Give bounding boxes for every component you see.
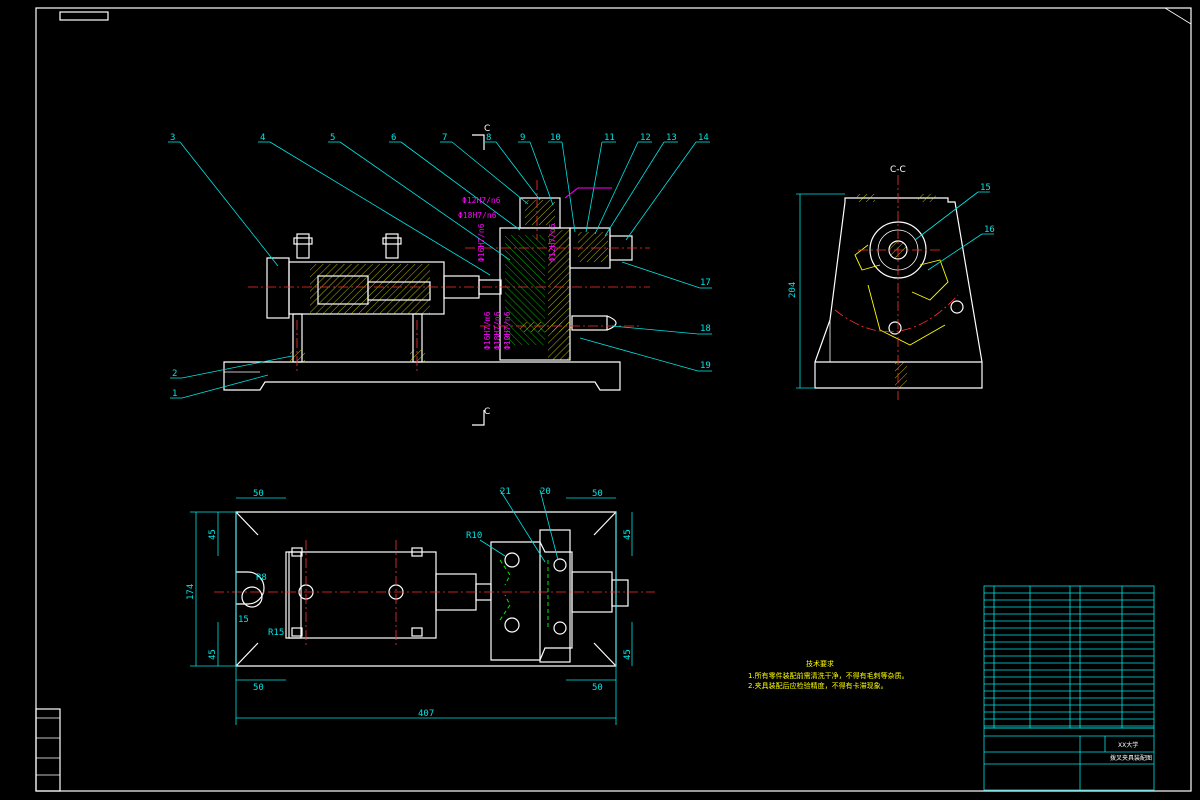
dimension-left-upper-45: 45: [208, 529, 218, 540]
balloon-4: 4: [260, 133, 265, 143]
top-view: 50 50 50 50 407 174 45 45 45 45 R8 R10 1…: [186, 487, 655, 725]
tolerance-phi12-a: Φ12H7/n6: [462, 196, 501, 205]
section-view-title: C-C: [890, 165, 906, 175]
balloon-18: 18: [700, 324, 711, 334]
section-marker-top: C: [484, 124, 490, 134]
balloon-6: 6: [391, 133, 396, 143]
dimension-bottom-left-50: 50: [253, 683, 264, 693]
balloon-7: 7: [442, 133, 447, 143]
tolerance-phi12-b: Φ12H7/n6: [548, 223, 557, 262]
dimension-right-lower-45: 45: [623, 649, 633, 660]
balloon-1: 1: [172, 389, 177, 399]
notes-title: 技术要求: [806, 659, 834, 668]
balloon-19: 19: [700, 361, 711, 371]
fit-tolerances: Φ12H7/n6 Φ18H7/n6 Φ16H7/n6 Φ16H7/m6 Φ18H…: [458, 187, 612, 350]
dimension-r8: R8: [256, 573, 267, 583]
tolerance-phi18-a: Φ18H7/n6: [458, 211, 497, 220]
balloon-5: 5: [330, 133, 335, 143]
balloon-17: 17: [700, 278, 711, 288]
front-view: C C: [223, 124, 650, 426]
balloon-9: 9: [520, 133, 525, 143]
dimension-top-right-50: 50: [592, 489, 603, 499]
title-block: XX大学 拨叉夹具装配图: [983, 727, 1155, 791]
tolerance-phi18-b: Φ18H7/n6: [493, 311, 502, 350]
technical-notes: 技术要求 1.所有零件装配前需清洗干净，不得有毛刺等杂质。 2.夹具装配后应检验…: [748, 659, 909, 690]
tolerance-phi16-a: Φ16H7/n6: [477, 223, 486, 262]
front-view-balloons: 3 4 5 6 7 8 9 10 11 12 13 14 17 18 19 2 …: [168, 133, 712, 399]
balloon-8: 8: [486, 133, 491, 143]
balloon-20: 20: [540, 487, 551, 497]
dimension-overall-height-174: 174: [186, 584, 196, 600]
dimension-r10: R10: [466, 531, 482, 541]
balloon-12: 12: [640, 133, 651, 143]
dimension-left-lower-45: 45: [208, 649, 218, 660]
dimension-height-204: 204: [788, 282, 798, 298]
notes-line-2: 2.夹具装配后应检验精度，不得有卡滞现象。: [748, 681, 888, 690]
dimension-r15: R15: [268, 628, 284, 638]
tolerance-phi10: Φ10H7/n6: [503, 311, 512, 350]
dimension-bottom-right-50: 50: [592, 683, 603, 693]
balloon-16: 16: [984, 225, 995, 235]
dimension-top-left-50: 50: [253, 489, 264, 499]
balloon-21: 21: [500, 487, 511, 497]
balloon-13: 13: [666, 133, 677, 143]
balloon-3: 3: [170, 133, 175, 143]
section-marker-bottom: C: [484, 407, 490, 417]
tolerance-phi16-b: Φ16H7/m6: [483, 311, 492, 350]
balloon-10: 10: [550, 133, 561, 143]
parts-list: [983, 585, 1155, 729]
drawing-name: 拨叉夹具装配图: [1110, 754, 1152, 762]
balloon-15: 15: [980, 183, 991, 193]
balloon-14: 14: [698, 133, 709, 143]
section-view-cc: C-C 204 15 16: [788, 165, 995, 400]
dimension-right-upper-45: 45: [623, 529, 633, 540]
dimension-overall-width-407: 407: [418, 709, 434, 719]
notes-line-1: 1.所有零件装配前需清洗干净，不得有毛刺等杂质。: [748, 671, 909, 680]
dimension-15: 15: [238, 615, 249, 625]
balloon-2: 2: [172, 369, 177, 379]
school-name: XX大学: [1118, 741, 1138, 749]
drawing-frame: [35, 7, 1192, 792]
balloon-11: 11: [604, 133, 615, 143]
